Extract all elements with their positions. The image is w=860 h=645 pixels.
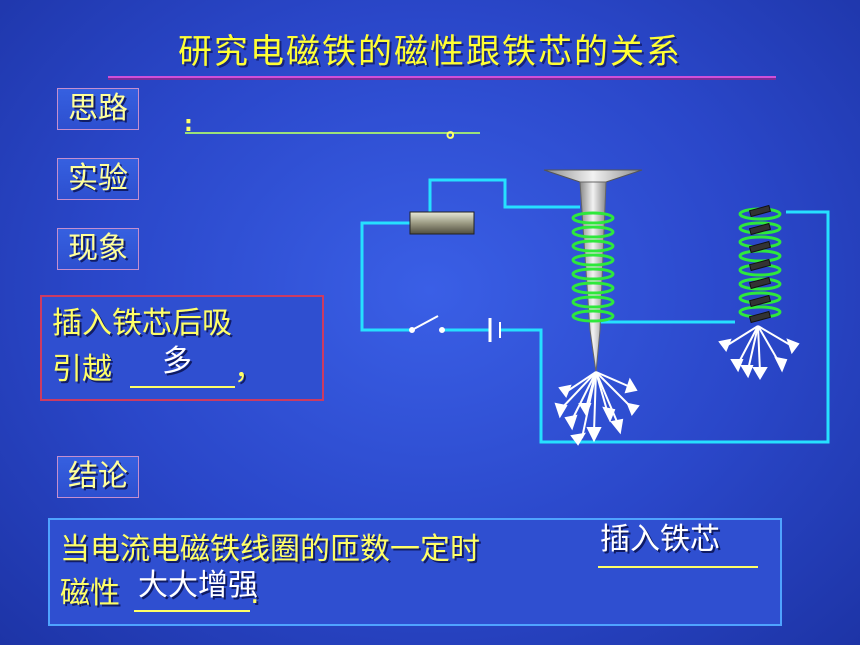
iron-core-icon bbox=[543, 169, 643, 373]
conclusion-line2-prefix: 磁性 bbox=[60, 576, 120, 611]
page-title: 研究电磁铁的磁性跟铁芯的关系 bbox=[178, 32, 682, 72]
label-thinking: 思路 bbox=[57, 88, 139, 130]
switch-icon bbox=[409, 315, 445, 333]
phenomenon-answer-underline bbox=[130, 386, 235, 388]
nails-cluster-small-icon bbox=[718, 325, 800, 380]
title-underline bbox=[108, 76, 776, 78]
conclusion-answer1-underline bbox=[598, 566, 758, 568]
coil-left-icon bbox=[571, 211, 615, 323]
coil-right-icon bbox=[738, 204, 782, 324]
thinking-period: 。 bbox=[446, 118, 469, 143]
phenomenon-line2-prefix: 引越 bbox=[52, 352, 112, 387]
nails-cluster-large-icon bbox=[554, 371, 640, 446]
conclusion-box bbox=[48, 518, 782, 626]
wire-top-left bbox=[428, 178, 580, 212]
conclusion-answer2: 大大增强 bbox=[138, 568, 258, 603]
battery-icon bbox=[488, 318, 501, 342]
conclusion-line1: 当电流电磁铁线圈的匝数一定时 bbox=[60, 532, 480, 567]
label-conclusion: 结论 bbox=[57, 456, 139, 498]
rheostat-icon bbox=[409, 211, 475, 235]
phenomenon-box bbox=[40, 295, 324, 401]
wire-battery-right bbox=[500, 210, 830, 444]
label-phenomenon: 现象 bbox=[57, 228, 139, 270]
phenomenon-answer: 多 bbox=[162, 344, 192, 379]
conclusion-answer2-underline bbox=[134, 610, 250, 612]
wire-network bbox=[360, 178, 830, 444]
conclusion-answer1: 插入铁芯 bbox=[600, 522, 720, 557]
phenomenon-line2-suffix: ， bbox=[234, 352, 264, 387]
phenomenon-line1: 插入铁芯后吸 bbox=[52, 306, 232, 341]
wire-left-loop bbox=[360, 221, 412, 332]
conclusion-line2-suffix: . bbox=[250, 576, 260, 611]
thinking-colon: : bbox=[184, 112, 193, 137]
thinking-blank-line bbox=[185, 132, 480, 134]
label-experiment: 实验 bbox=[57, 158, 139, 200]
